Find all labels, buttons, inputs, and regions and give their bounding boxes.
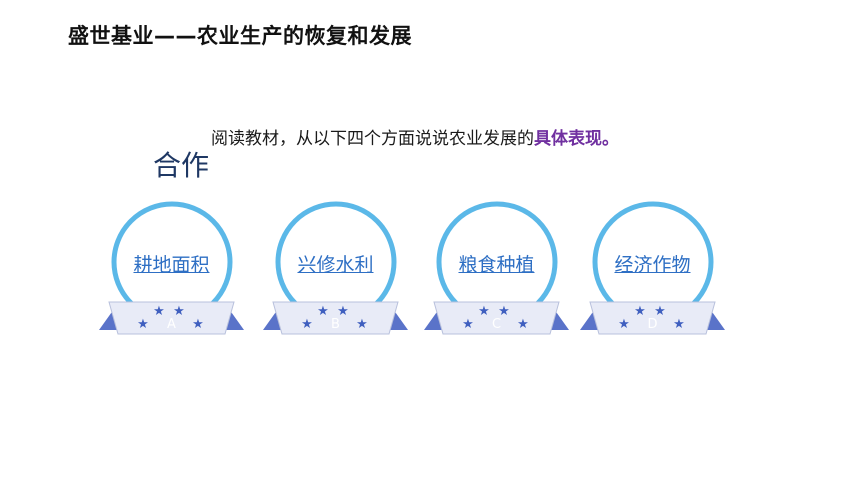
star-icon: ★ [153, 304, 165, 319]
cooperation-label: 合作 [153, 149, 210, 182]
card-letter: D [647, 317, 658, 332]
slide-title: 盛世基业——农业生产的恢复和发展 [68, 24, 412, 48]
badge-graphic: ★ ★ ★ ★ [424, 201, 569, 335]
star-icon: ★ [478, 304, 490, 319]
star-icon: ★ [498, 304, 510, 319]
topic-link-water-conservancy[interactable]: 兴修水利 [297, 254, 374, 276]
star-icon: ★ [634, 304, 646, 319]
topic-card-c[interactable]: ★ ★ ★ ★ 粮食种植 C [424, 198, 569, 338]
star-icon: ★ [654, 304, 666, 319]
star-icon: ★ [673, 317, 685, 332]
star-icon: ★ [618, 317, 630, 332]
topic-card-a[interactable]: ★ ★ ★ ★ 耕地面积 A [99, 198, 244, 338]
star-icon: ★ [301, 317, 313, 332]
star-icon: ★ [137, 317, 149, 332]
card-letter: C [491, 317, 502, 332]
star-icon: ★ [317, 304, 329, 319]
instruction-text: 阅读教材，从以下四个方面说说农业发展的具体表现。 [211, 124, 619, 149]
instruction-prefix: 阅读教材，从以下四个方面说说农业发展的 [211, 129, 534, 149]
instruction-emphasis: 具体表现。 [534, 129, 619, 149]
star-icon: ★ [517, 317, 529, 332]
topic-link-grain-planting[interactable]: 粮食种植 [458, 254, 535, 276]
star-icon: ★ [337, 304, 349, 319]
star-icon: ★ [173, 304, 185, 319]
card-letter: A [167, 317, 176, 332]
topic-link-farmland-area[interactable]: 耕地面积 [133, 254, 210, 276]
star-icon: ★ [192, 317, 204, 332]
badge-graphic: ★ ★ ★ ★ [99, 201, 244, 335]
star-icon: ★ [462, 317, 474, 332]
badge-graphic: ★ ★ ★ ★ [263, 201, 408, 335]
topic-card-d[interactable]: ★ ★ ★ ★ 经济作物 D [580, 198, 725, 338]
topic-link-cash-crops[interactable]: 经济作物 [614, 254, 691, 276]
star-icon: ★ [356, 317, 368, 332]
card-letter: B [331, 317, 340, 332]
topic-card-b[interactable]: ★ ★ ★ ★ 兴修水利 B [263, 198, 408, 338]
badge-graphic: ★ ★ ★ ★ [580, 201, 725, 335]
